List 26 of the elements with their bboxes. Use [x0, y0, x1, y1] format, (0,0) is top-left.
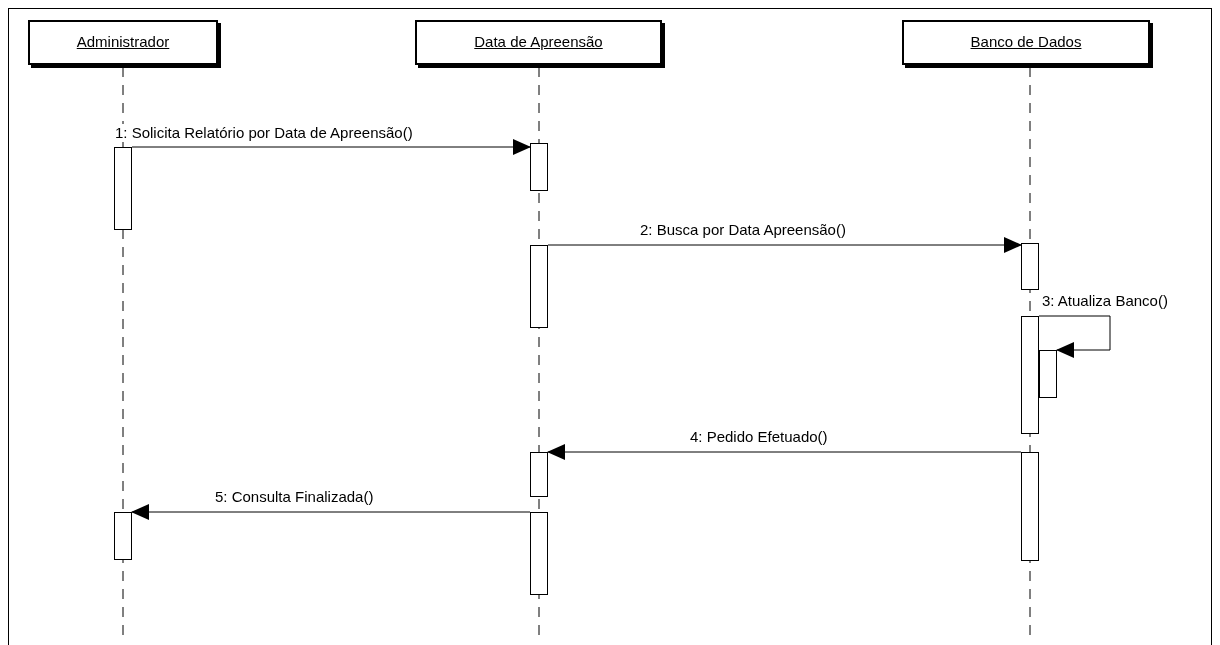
edge-label: 3: Atualiza Banco()	[1042, 292, 1168, 310]
lifeline-head	[902, 20, 1150, 65]
activation-bar	[530, 245, 548, 328]
activation-bar	[530, 143, 548, 191]
message-arrow	[1038, 315, 1111, 358]
message-arrow	[547, 237, 1022, 253]
activation-bar	[1021, 243, 1039, 290]
activation-bar	[1021, 452, 1039, 561]
activation-bar	[530, 452, 548, 497]
participant-name: Administrador	[76, 32, 170, 53]
edge-label: 2: Busca por Data Apreensão()	[640, 221, 846, 239]
participant-name: Banco de Dados	[970, 32, 1082, 53]
lifeline-head	[28, 20, 218, 65]
activation-bar	[114, 147, 132, 230]
message-arrow	[131, 139, 531, 155]
participant-name: Data de Apreensão	[474, 32, 603, 53]
activation-bar	[114, 512, 132, 560]
edge-label: 1: Solicita Relatório por Data de Apreensão()	[115, 124, 413, 142]
message-arrow	[131, 504, 531, 520]
edge-label: 5: Consulta Finalizada()	[215, 488, 374, 506]
lifeline-head	[415, 20, 662, 65]
message-arrow	[547, 444, 1022, 460]
activation-bar	[1021, 316, 1039, 434]
edge-label: 4: Pedido Efetuado()	[690, 428, 828, 446]
activation-bar	[1039, 350, 1057, 398]
activation-bar	[530, 512, 548, 595]
